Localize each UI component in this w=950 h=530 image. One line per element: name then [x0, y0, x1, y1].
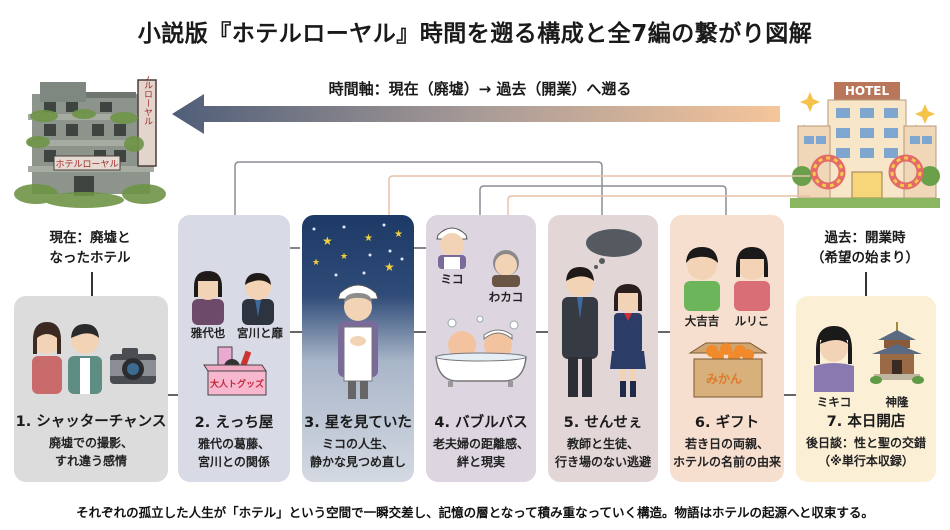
story-card-2[interactable]: 雅代也 宮川と靡 大人トグッズ 2. えっち屋 雅代の葛藤、 宮川との関係: [178, 215, 290, 482]
story-title: 7. 本日開店: [826, 414, 906, 430]
story-title: 2. えっち屋: [194, 415, 274, 431]
story-title: 3. 星を見ていた: [304, 415, 412, 431]
character-label: ミコ: [440, 272, 464, 286]
adult-goods-box-icon: 大人トグッズ: [203, 346, 267, 396]
svg-text:みかん: みかん: [706, 372, 742, 386]
character-label: 雅代也: [190, 326, 226, 340]
svg-text:★: ★: [364, 233, 373, 244]
dark-cloud-icon: [586, 229, 642, 269]
starry-sky-icon: ★★★★★★: [312, 223, 404, 277]
svg-text:ホテルローヤル: ホテルローヤル: [55, 159, 118, 170]
story-title: 1. シャッターチャンス: [15, 414, 167, 430]
timeline-label: 時間軸：現在（廃墟）→ 過去（開業）へ遡る: [328, 80, 632, 98]
story-card-6[interactable]: 大吉吉 ルリこ みかん 6. ギフト 若き日の両親、 ホテルの名前の由来: [670, 215, 784, 482]
grand-opening-hotel-icon: HOTEL: [790, 82, 940, 208]
wakako-icon: [492, 250, 520, 287]
svg-text:HOTEL: HOTEL: [845, 84, 890, 98]
temple-icon: [870, 322, 924, 384]
story-title: 6. ギフト: [694, 415, 760, 431]
miko-icon: [436, 227, 468, 269]
story-card-4[interactable]: ミコ わカコ 4. バブルバス 老夫婦の距離感、 絆と現実: [426, 215, 536, 482]
character-label: 宮川と靡: [237, 326, 283, 340]
couple-icon: [32, 322, 102, 394]
character-label: 神隆: [885, 395, 909, 409]
ruined-hotel-icon: ホテルローヤル ホテルローヤル: [14, 76, 166, 208]
svg-text:★: ★: [340, 252, 348, 262]
ruriko-icon: [734, 247, 770, 311]
story-title: 5. せんせぇ: [563, 415, 643, 431]
svg-text:★: ★: [394, 229, 403, 240]
svg-text:大人トグッズ: 大人トグッズ: [210, 378, 264, 390]
svg-text:★: ★: [312, 258, 320, 268]
mikan-box-icon: みかん: [688, 342, 768, 398]
story-description: ミコの人生、 静かな見つめ直し: [309, 437, 406, 469]
character-label: ルリこ: [734, 314, 770, 328]
character-label: 大吉吉: [684, 314, 720, 328]
svg-text:ホテルローヤル: ホテルローヤル: [142, 76, 153, 126]
masayo-icon: [192, 271, 224, 325]
daikichi-icon: [684, 247, 720, 311]
story-card-1[interactable]: 1. シャッターチャンス 廃墟での撮影、 すれ違う感情: [14, 296, 168, 482]
story-description: 廃墟での撮影、 すれ違う感情: [48, 436, 133, 468]
past-hotel-caption: 過去：開業時 （希望の始まり）: [811, 230, 919, 266]
story-description: 後日談：性と聖の交錯 （※単行本収録）: [805, 436, 926, 468]
past-connector: [865, 272, 867, 296]
teacher-icon: [562, 267, 598, 397]
story-description: 教師と生徒、 行き場のない逃避: [554, 437, 651, 469]
footer-summary: それぞれの孤立した人生が「ホテル」という空間で一瞬交差し、記憶の層となって積み重…: [76, 505, 874, 520]
story-description: 雅代の葛藤、 宮川との関係: [197, 437, 270, 469]
student-icon: [610, 284, 646, 397]
mikiko-icon: [814, 326, 854, 392]
page-title: 小説版『ホテルローヤル』時間を遡る構成と全7編の繋がり図解: [137, 21, 813, 47]
present-hotel-caption: 現在：廃墟と なったホテル: [49, 230, 131, 266]
character-label: わカコ: [488, 290, 524, 304]
svg-text:★: ★: [322, 234, 333, 248]
miyagawa-icon: [242, 273, 274, 325]
character-label: ミキコ: [816, 395, 852, 409]
story-title: 4. バブルバス: [434, 415, 528, 431]
story-description: 若き日の両親、 ホテルの名前の由来: [672, 437, 781, 469]
timeline-arrow-icon: [172, 94, 780, 134]
present-connector: [91, 272, 93, 296]
story-card-3[interactable]: ★★★★★★ 3. 星を見ていた ミコの人生、 静かな見つめ直し: [302, 215, 414, 482]
camera-icon: [110, 348, 156, 384]
story-description: 老夫婦の距離感、 絆と現実: [432, 437, 529, 469]
story-card-5[interactable]: 5. せんせぇ 教師と生徒、 行き場のない逃避: [548, 215, 658, 482]
svg-text:★: ★: [384, 260, 395, 274]
bubble-bath-couple-icon: [435, 315, 527, 387]
story-card-7[interactable]: ミキコ 神隆 7. 本日開店 後日談：性と聖の交錯 （※単行本収録）: [796, 296, 936, 482]
miko-elderly-woman-icon: [337, 284, 379, 399]
